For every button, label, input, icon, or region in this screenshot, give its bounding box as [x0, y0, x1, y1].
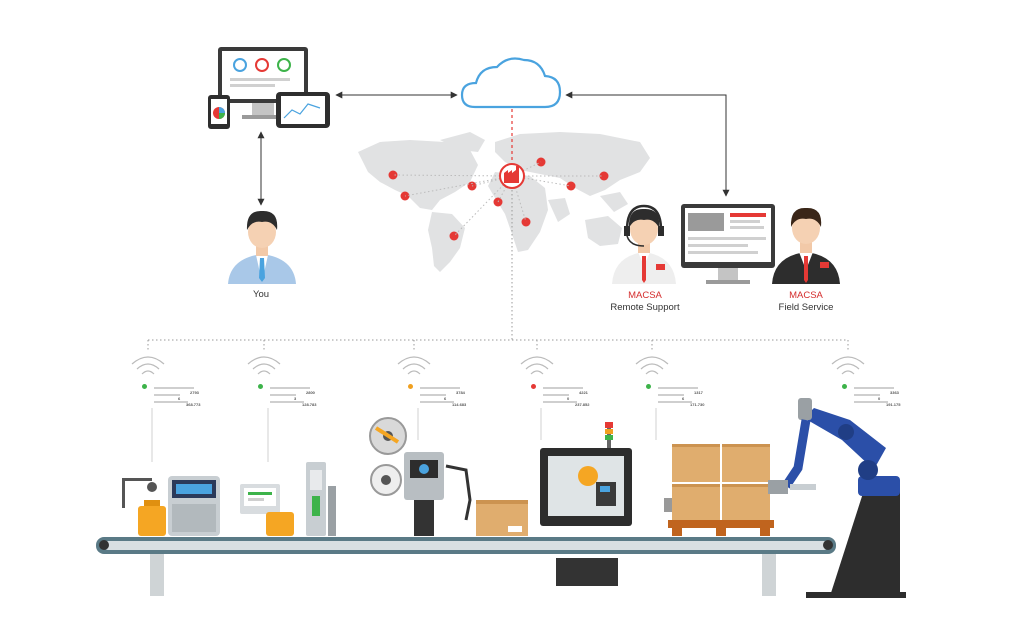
station-readout-1: 2793 6 368.773 [142, 384, 200, 408]
status-dot-6 [842, 384, 847, 389]
station-readout-2: 2800 3 128.783 [258, 384, 316, 408]
world-map [358, 132, 650, 272]
network-bus [147, 339, 849, 352]
label-brand-remote: MACSA [628, 290, 662, 301]
user-avatar [228, 210, 296, 284]
tablet-icon [276, 92, 330, 128]
wifi-icon-5 [635, 356, 669, 375]
label-you: You [253, 289, 269, 300]
phone-icon [208, 95, 230, 129]
headset-icon [624, 204, 664, 247]
status-dot-1 [142, 384, 147, 389]
wifi-icon-2 [247, 356, 281, 375]
wifi-icon-1 [131, 356, 165, 375]
support-agent-avatar [612, 208, 676, 284]
conveyor-belt [96, 537, 836, 596]
laser-station-4 [540, 422, 632, 526]
readout-drop-lines [151, 408, 657, 462]
cloud-icon[interactable] [460, 57, 562, 109]
status-dot-2 [258, 384, 263, 389]
label-remote-support: Remote Support [610, 302, 680, 313]
station-readout-4: 4221 0 237.852 [531, 384, 589, 408]
status-readout-lines [154, 387, 894, 403]
monitor-icon [218, 47, 308, 119]
station-readout-5: 1317 6 171.730 [646, 384, 704, 408]
cloud-links [257, 91, 730, 206]
status-dot-5 [646, 384, 651, 389]
robot-arm-station-6 [768, 398, 906, 598]
factory-icon [499, 163, 525, 189]
wifi-icons [131, 356, 865, 375]
field-technician-avatar [772, 207, 840, 284]
labeler-station-3 [369, 417, 528, 536]
support-monitor-icon [681, 204, 775, 284]
label-brand-field: MACSA [789, 290, 823, 301]
station-readout-6: 3363 0 191.175 [842, 384, 900, 408]
label-field-service: Field Service [779, 302, 834, 313]
wifi-icon-6 [831, 356, 865, 375]
pallet-station-5 [664, 444, 774, 536]
wifi-icon-4 [520, 356, 554, 375]
status-dot-4 [531, 384, 536, 389]
inkjet-printer-station-1 [122, 476, 220, 536]
wifi-icon-3 [397, 356, 431, 375]
status-dot-3 [408, 384, 413, 389]
printer-station-2 [240, 462, 336, 536]
station-readout-3: 3784 6 114.683 [408, 384, 466, 408]
